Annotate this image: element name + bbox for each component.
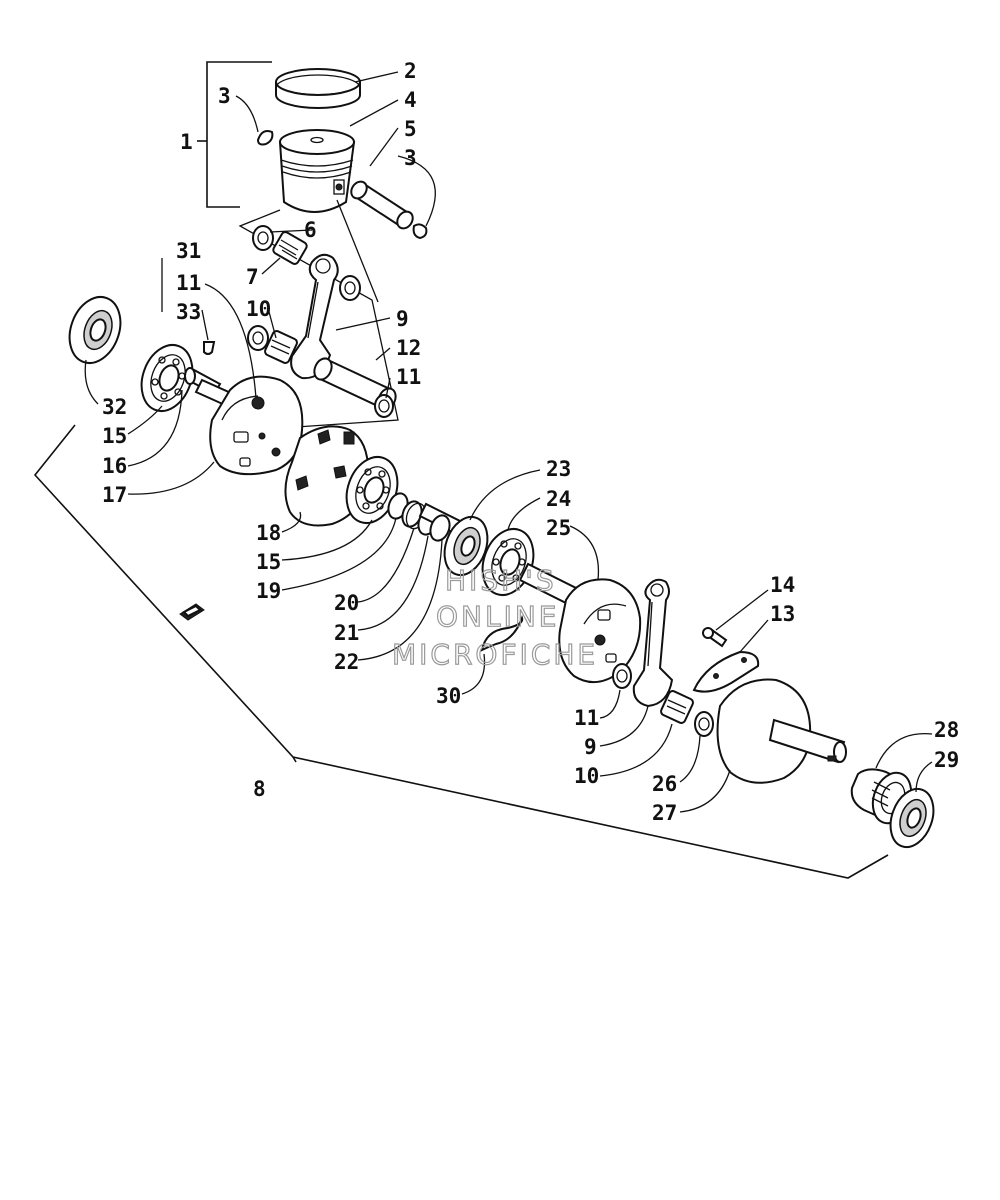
watermark-line-1: HISH'S (445, 564, 557, 597)
front-arrow-icon (179, 603, 205, 621)
label-32: 32 (102, 395, 127, 419)
label-17: 17 (102, 483, 127, 507)
label-9-upper: 9 (396, 307, 409, 331)
piston-assembly-bracket (197, 61, 272, 208)
label-20: 20 (334, 591, 359, 615)
washer-11-pin (374, 394, 394, 418)
label-13: 13 (770, 602, 795, 626)
label-11-lower: 11 (574, 706, 599, 730)
label-2: 2 (404, 59, 417, 83)
retaining-clip-30 (480, 614, 524, 652)
big-end-bearing-lower (660, 690, 694, 724)
assembly-outline-8 (33, 424, 889, 879)
screw-14 (702, 627, 728, 648)
label-16: 16 (102, 454, 127, 478)
main-bearing-left (140, 344, 194, 412)
watermark-line-3: MICROFICHE (392, 638, 598, 671)
crankshaft-left-half (184, 367, 304, 476)
label-22: 22 (334, 650, 359, 674)
piston-ring (275, 68, 361, 109)
piston-pin-clip-right (412, 223, 428, 240)
crankshaft-end-27 (716, 678, 847, 784)
label-23: 23 (546, 457, 571, 481)
label-4: 4 (404, 88, 417, 112)
leader-lines (84, 71, 933, 813)
watermark: HISH'S ONLINE MICROFICHE (391, 563, 598, 671)
label-1: 1 (180, 130, 193, 154)
label-28: 28 (934, 718, 959, 742)
washer-11-upper (247, 325, 269, 351)
crankshaft-right-half (518, 562, 642, 683)
label-10-upper: 10 (246, 297, 271, 321)
piston-pin (350, 180, 414, 230)
connecting-rod-upper (290, 253, 339, 380)
oil-seal-32 (68, 296, 122, 364)
label-27: 27 (652, 801, 677, 825)
main-bearing-24 (481, 528, 535, 596)
label-3-left: 3 (218, 84, 231, 108)
label-11-upper: 11 (176, 271, 201, 295)
part-labels: 1 2 3 4 5 3 6 7 31 11 33 10 9 12 11 32 1… (102, 59, 959, 825)
label-9-lower: 9 (584, 735, 597, 759)
label-5: 5 (404, 117, 417, 141)
label-18: 18 (256, 521, 281, 545)
washer-11-lower (612, 663, 632, 689)
label-6: 6 (304, 218, 317, 242)
label-31: 31 (176, 239, 201, 263)
label-10-lower: 10 (574, 764, 599, 788)
label-21: 21 (334, 621, 359, 645)
label-12: 12 (396, 336, 421, 360)
connecting-rod-lower (632, 578, 674, 708)
counterweight-13 (692, 650, 760, 693)
oil-seal-29 (889, 787, 935, 849)
thrust-washer-6 (252, 225, 361, 301)
label-30: 30 (436, 684, 461, 708)
label-26: 26 (652, 772, 677, 796)
label-29: 29 (934, 748, 959, 772)
spacer-washer-26 (694, 711, 714, 737)
watermark-line-2: ONLINE (436, 600, 559, 633)
label-7: 7 (246, 265, 259, 289)
small-end-needle-bearing (272, 231, 308, 265)
label-19: 19 (256, 579, 281, 603)
label-33: 33 (176, 300, 201, 324)
label-15-center: 15 (256, 550, 281, 574)
label-15-left: 15 (102, 424, 127, 448)
woodruff-key (203, 341, 216, 355)
piston-pin-clip-left (256, 130, 274, 146)
label-8: 8 (253, 777, 266, 801)
label-25: 25 (546, 516, 571, 540)
label-14: 14 (770, 573, 795, 597)
label-24: 24 (546, 487, 571, 511)
label-11-pin: 11 (396, 365, 421, 389)
label-3-right: 3 (404, 146, 417, 170)
piston (278, 129, 356, 213)
big-end-bearing-upper (264, 330, 298, 364)
